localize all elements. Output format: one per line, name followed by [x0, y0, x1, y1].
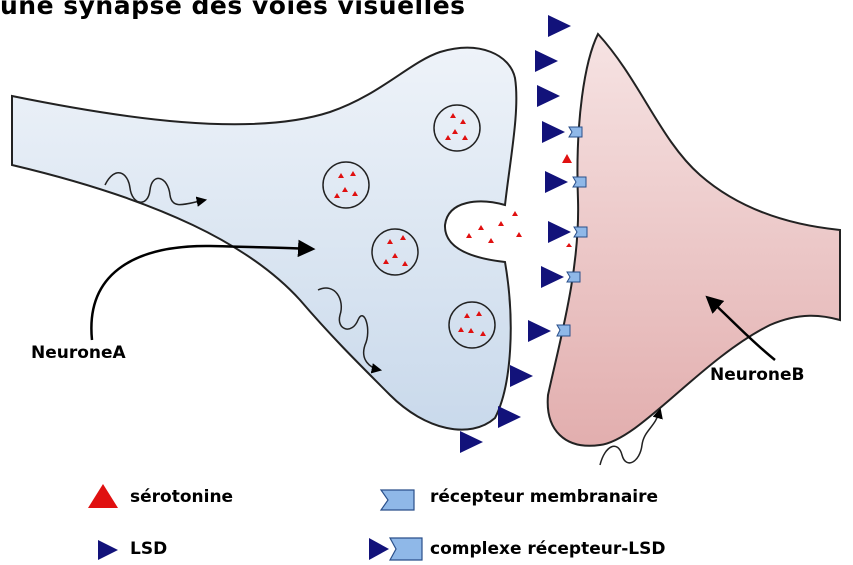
legend-recepteur-label: récepteur membranaire: [430, 487, 658, 507]
legend-complexe-label: complexe récepteur-LSD: [430, 539, 666, 559]
legend-serotonine-icon: [88, 484, 118, 508]
neurone-b-label: NeuroneB: [710, 365, 805, 385]
legend-recepteur-icon: [381, 490, 414, 510]
legend-lsd-label: LSD: [130, 539, 167, 559]
legend-complexe-icon: [369, 538, 422, 560]
legend-lsd-icon: [98, 540, 118, 560]
legend-serotonine-label: sérotonine: [130, 487, 233, 507]
diagram-title: une synapse des voies visuelles: [0, 0, 466, 20]
neurone-a-body: [12, 48, 516, 430]
neurone-a-label: NeuroneA: [31, 343, 126, 363]
